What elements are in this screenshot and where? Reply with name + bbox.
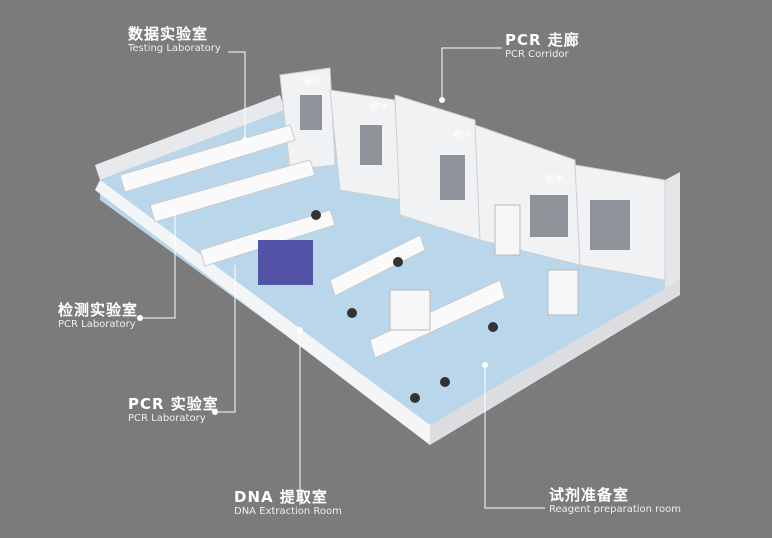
label-dna-room: DNA 提取室 DNA Extraction Room (234, 488, 342, 518)
label-detection-lab: 检测实验室 PCR Laboratory (58, 301, 139, 331)
biosafety-cabinet (258, 240, 313, 285)
buffer-label: 缓冲 (545, 175, 564, 185)
buffer-label: 缓冲 (303, 77, 322, 87)
buffer-label: 缓冲 (453, 131, 472, 141)
label-cn: PCR 走廊 (505, 31, 580, 49)
outer-wall-right (665, 172, 680, 298)
label-pcr-corridor: PCR 走廊 PCR Corridor (505, 31, 580, 61)
fume-hood (389, 289, 431, 331)
label-cn: 数据实验室 (128, 25, 209, 43)
label-en: PCR Laboratory (58, 319, 136, 331)
label-testing-lab: 数据实验室 Testing Laboratory (128, 25, 221, 55)
buffer-label: 缓冲 (370, 103, 389, 113)
label-en: Testing Laboratory (128, 43, 221, 55)
label-cn: PCR 实验室 (128, 395, 219, 413)
cabinet (494, 204, 521, 256)
lab-benches (119, 124, 506, 359)
label-reagent-room: 试剂准备室 Reagent preparation room (549, 486, 682, 516)
leader-dots (137, 97, 488, 415)
label-cn: 检测实验室 (58, 301, 139, 319)
front-wall-right (430, 280, 680, 445)
windows (300, 95, 630, 250)
outer-wall-back (95, 95, 285, 180)
label-cn: DNA 提取室 (234, 488, 328, 506)
leader-lines (140, 47, 545, 509)
cabinet (547, 269, 579, 316)
stools (311, 210, 498, 403)
label-en: PCR Corridor (505, 49, 569, 61)
label-en: Reagent preparation room (549, 504, 682, 516)
front-wall-left (95, 180, 430, 445)
label-pcr-lab: PCR 实验室 PCR Laboratory (128, 395, 219, 425)
label-cn: 试剂准备室 (549, 486, 630, 504)
label-en: PCR Laboratory (128, 413, 206, 425)
label-en: DNA Extraction Room (234, 506, 342, 518)
